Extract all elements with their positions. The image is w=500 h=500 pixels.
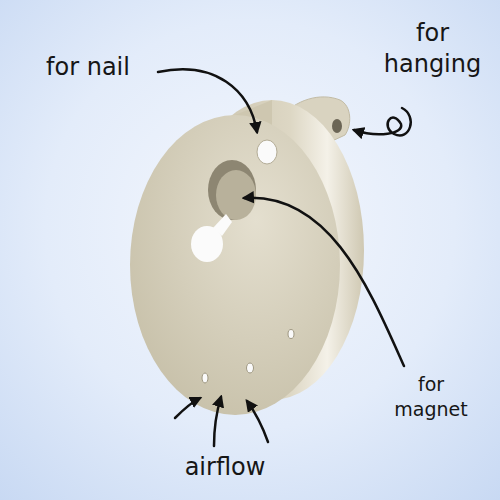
keyhole xyxy=(191,226,223,262)
callout-label: for magnet xyxy=(386,372,476,421)
front-face xyxy=(130,115,340,415)
airflow-arrow xyxy=(175,398,200,418)
holder-body xyxy=(130,97,364,415)
airflow-arrow xyxy=(247,401,268,442)
callout-label: for hanging xyxy=(375,18,490,80)
air-hole xyxy=(247,363,254,373)
airflow-arrow xyxy=(214,397,221,446)
nail-hole xyxy=(257,140,277,164)
leader-arrow xyxy=(158,69,257,132)
magnet-recess-floor xyxy=(216,170,256,220)
magnet-recess xyxy=(208,160,256,220)
callout-label: for nail xyxy=(18,52,158,83)
leader-lines xyxy=(158,69,411,446)
callout-label: airflow xyxy=(160,452,290,483)
leader-arrow xyxy=(354,108,411,136)
air-hole xyxy=(202,373,208,383)
air-hole xyxy=(288,330,294,339)
hanging-hole xyxy=(332,119,342,133)
leader-arrow xyxy=(244,198,404,366)
